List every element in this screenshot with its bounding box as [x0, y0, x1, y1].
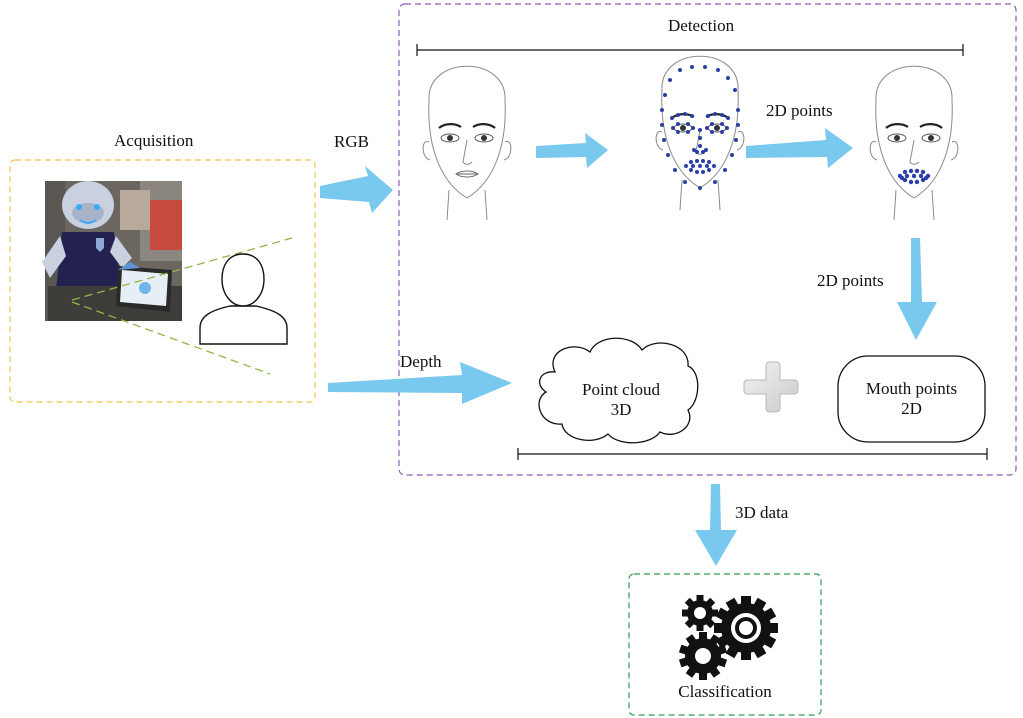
- landmarks-to-mouth-arrow: [746, 128, 853, 168]
- person-icon: [199, 253, 288, 345]
- acquisition-box: [9, 159, 316, 403]
- arrows: [320, 128, 937, 566]
- face-icon: [422, 65, 512, 221]
- field-of-view-lines: [71, 237, 293, 375]
- down-2d-points-arrow: [897, 238, 937, 340]
- mouth-points-box: [837, 355, 986, 443]
- depth-arrow: [328, 362, 512, 404]
- face-to-landmarks-arrow: [536, 133, 608, 168]
- 3d-data-arrow: [695, 484, 737, 566]
- rgb-arrow: [320, 166, 393, 213]
- mouth-points-label: Mouth points 2D: [838, 379, 985, 419]
- mouth-points-line1: Mouth points: [865, 379, 958, 398]
- robot-photo: [42, 181, 182, 321]
- detection-title: Detection: [668, 16, 735, 35]
- detection-box: [398, 3, 1017, 476]
- face-landmarks-icon: [655, 55, 745, 211]
- point-cloud-line2: 3D: [610, 400, 632, 419]
- acquisition-title: Acquisition: [114, 131, 194, 150]
- 3d-data-label: 3D data: [735, 503, 789, 522]
- plus-icon: [743, 361, 799, 413]
- detection-bracket: [416, 44, 964, 56]
- face-mouth-points-icon: [869, 65, 959, 221]
- classification-box: [628, 573, 822, 716]
- rgb-label: RGB: [334, 132, 369, 151]
- point-cloud-shape: [538, 337, 699, 444]
- points-2d-label-top: 2D points: [766, 101, 833, 120]
- depth-label: Depth: [400, 352, 442, 371]
- point-cloud-line1: Point cloud: [582, 380, 660, 399]
- fusion-bracket: [517, 448, 988, 460]
- point-cloud-label: Point cloud 3D: [556, 380, 686, 420]
- mouth-points-line2: 2D: [901, 399, 922, 418]
- gears-icon: [678, 595, 778, 680]
- points-2d-label-right: 2D points: [817, 271, 884, 290]
- classification-label: Classification: [678, 682, 772, 701]
